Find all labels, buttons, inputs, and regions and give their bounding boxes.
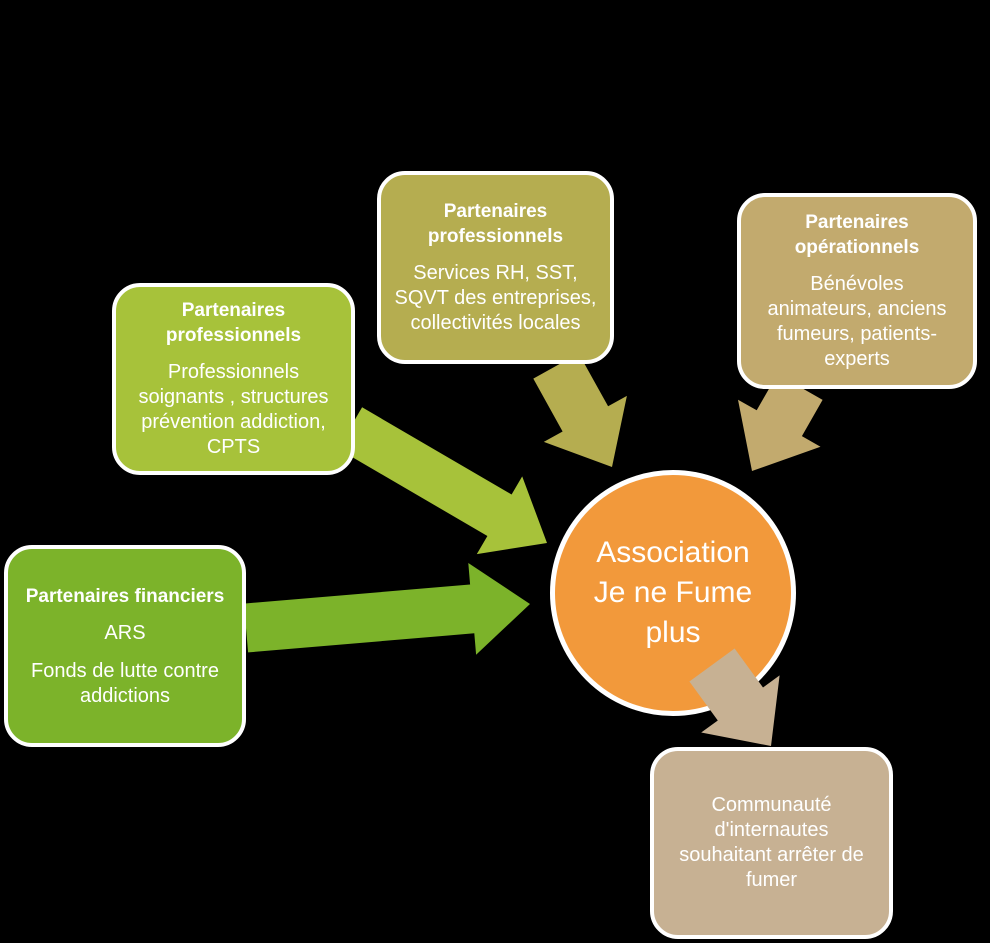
arrow-pro-entreprises-to-center [533, 353, 627, 467]
arrow-pro-soignants-to-center [337, 407, 547, 555]
node-title: Partenaires financiers [25, 585, 225, 607]
node-body: Services RH, SST,SQVT des entreprises,co… [394, 262, 597, 334]
arrow-center-to-communaute [689, 648, 780, 746]
arrow-operationnels-to-center [738, 374, 823, 471]
arrow-financiers-to-center [243, 563, 530, 655]
